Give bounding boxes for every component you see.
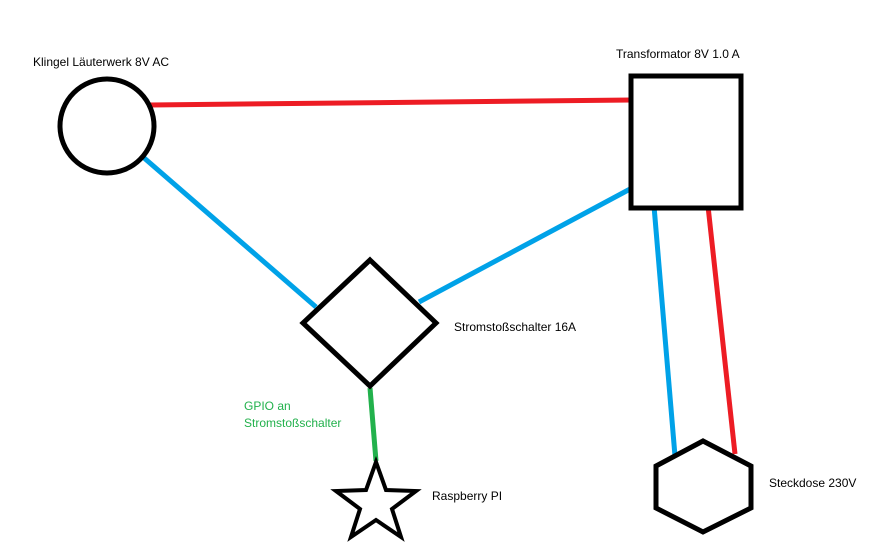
bell-node bbox=[57, 76, 157, 176]
wire-bell-switch-blue bbox=[141, 155, 318, 309]
wire-switch-raspberry-green bbox=[367, 387, 379, 462]
wire-transformer-socket-blue bbox=[651, 205, 678, 457]
wire-transformer-socket-red bbox=[705, 205, 738, 455]
transformer-node bbox=[628, 73, 744, 211]
socket-label: Steckdose 230V bbox=[769, 476, 857, 490]
gpio-label-line-2: Stromstoßschalter bbox=[244, 416, 342, 430]
bell-label: Klingel Läuterwerk 8V AC bbox=[33, 55, 170, 69]
impulse-switch-label: Stromstoßschalter 16A bbox=[454, 320, 577, 334]
wire-switch-transformer-blue bbox=[417, 185, 634, 305]
raspberry-pi-node bbox=[330, 456, 422, 542]
socket-node bbox=[653, 438, 754, 535]
raspberry-pi-label: Raspberry PI bbox=[432, 489, 503, 503]
transformer-label: Transformator 8V 1.0 A bbox=[616, 47, 740, 61]
impulse-switch-node bbox=[299, 256, 440, 390]
wire-bell-transformer-red bbox=[149, 97, 633, 108]
gpio-label-line-1: GPIO an bbox=[244, 399, 291, 413]
